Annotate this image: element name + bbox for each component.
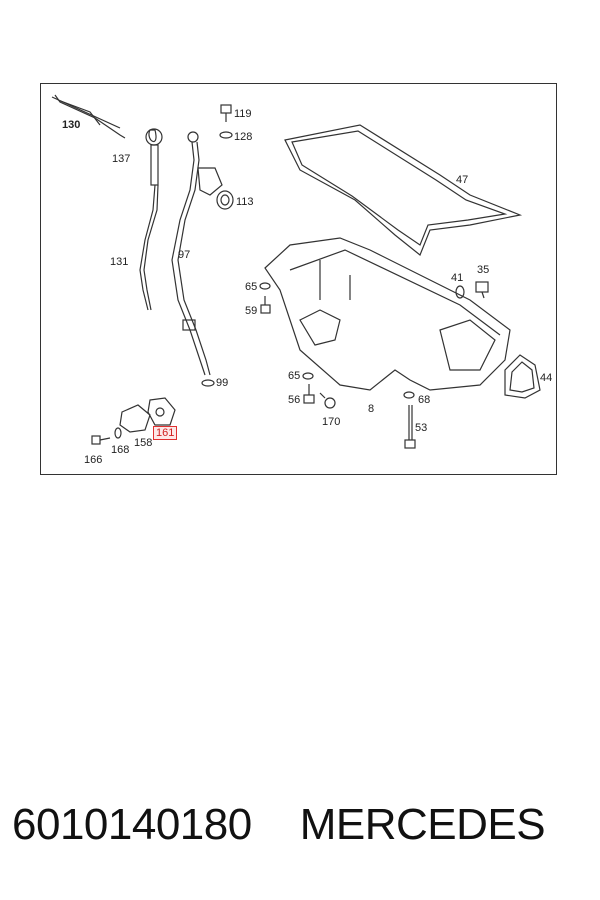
part-68-washer — [403, 391, 415, 399]
label-47: 47 — [456, 174, 469, 186]
label-119: 119 — [234, 108, 252, 120]
footer-caption: 6010140180 MERCEDES — [12, 800, 592, 860]
part-158-cover — [119, 404, 151, 433]
part-166-bolt — [91, 435, 111, 445]
part-8-oil-pan — [264, 237, 511, 391]
part-number: 6010140180 — [12, 800, 252, 849]
part-47-gasket — [284, 124, 523, 256]
label-44: 44 — [540, 372, 553, 384]
label-99: 99 — [216, 377, 229, 389]
brand-name: MERCEDES — [299, 800, 546, 849]
label-41: 41 — [451, 272, 464, 284]
part-99-washer — [201, 379, 215, 387]
label-137: 137 — [112, 153, 131, 165]
part-65-washer-top — [259, 282, 271, 290]
part-35-plug — [475, 281, 489, 299]
part-56-bolt — [303, 384, 315, 404]
part-65-washer-bottom — [302, 372, 314, 380]
part-170-clip — [319, 392, 336, 409]
label-161-highlighted[interactable]: 161 — [153, 426, 178, 440]
part-119-bolt — [220, 104, 232, 122]
label-65-top: 65 — [245, 281, 258, 293]
part-53-bolt — [404, 405, 416, 449]
part-59-bolt — [260, 296, 271, 314]
label-131: 131 — [110, 256, 129, 268]
label-68: 68 — [418, 394, 431, 406]
part-130-tool — [51, 94, 126, 139]
label-59: 59 — [245, 305, 258, 317]
part-168-washer — [114, 427, 122, 439]
label-170: 170 — [322, 416, 341, 428]
label-65-bottom: 65 — [288, 370, 301, 382]
part-41-washer — [455, 285, 465, 299]
label-56: 56 — [288, 394, 301, 406]
label-35: 35 — [477, 264, 490, 276]
label-130: 130 — [62, 119, 81, 131]
part-131-dipstick — [139, 128, 163, 311]
label-168: 168 — [111, 444, 130, 456]
label-158: 158 — [134, 437, 153, 449]
label-166: 166 — [84, 454, 103, 466]
part-44-grommet — [504, 354, 541, 399]
part-161-gasket — [147, 397, 176, 426]
part-113-ring — [216, 190, 234, 210]
part-128-washer — [219, 131, 233, 139]
label-97: 97 — [178, 249, 191, 261]
label-128: 128 — [234, 131, 253, 143]
label-8: 8 — [368, 403, 375, 415]
label-113: 113 — [236, 196, 254, 208]
label-53: 53 — [415, 422, 428, 434]
part-97-tube — [171, 131, 223, 376]
